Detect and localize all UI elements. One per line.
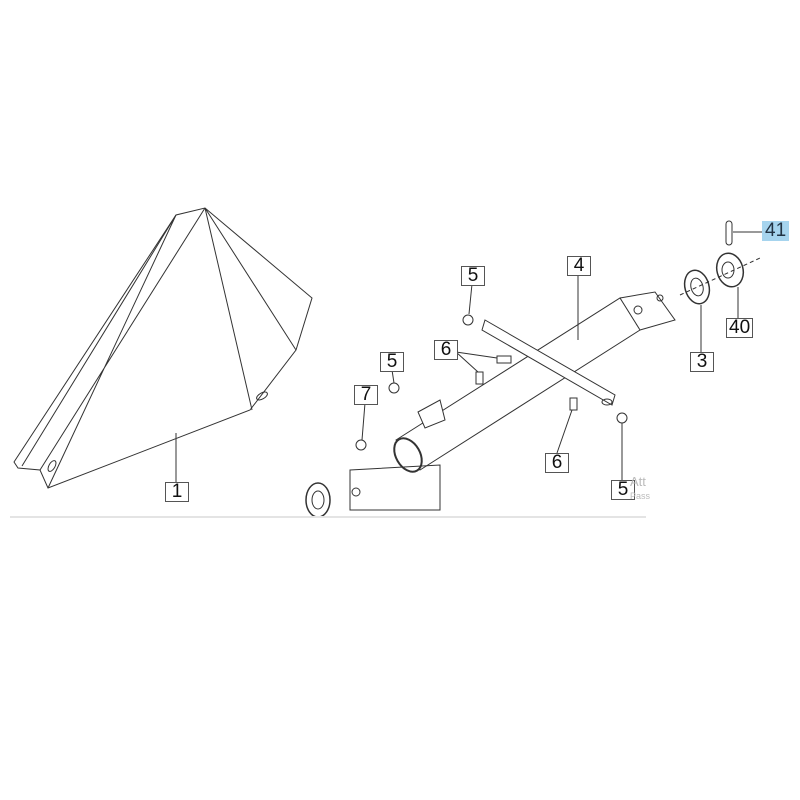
callout-part-3[interactable]: 3 xyxy=(690,352,714,372)
bearing-lower-left xyxy=(305,482,331,518)
callout-part-40[interactable]: 40 xyxy=(726,318,754,338)
divider-line xyxy=(10,516,646,518)
callout-part-5[interactable]: 5 xyxy=(611,480,635,500)
callout-part-5[interactable]: 5 xyxy=(380,352,404,372)
overlay-text-pass: Pass xyxy=(630,491,651,501)
overlay-text-att: Att xyxy=(630,474,646,489)
callout-part-6[interactable]: 6 xyxy=(545,453,569,473)
collar-part-40 xyxy=(679,252,761,318)
callout-part-1[interactable]: 1 xyxy=(165,482,189,502)
cover-part-1 xyxy=(13,207,313,489)
callout-part-6[interactable]: 6 xyxy=(434,340,458,360)
callout-part-4[interactable]: 4 xyxy=(567,256,591,276)
callout-part-41-highlighted[interactable]: 41 xyxy=(762,221,790,241)
tube-part-4 xyxy=(349,274,676,511)
fasteners xyxy=(355,283,628,480)
callout-part-7[interactable]: 7 xyxy=(354,385,378,405)
callout-part-5[interactable]: 5 xyxy=(461,266,485,286)
pin-part-41 xyxy=(725,220,762,246)
bearing-part-3 xyxy=(683,269,711,352)
